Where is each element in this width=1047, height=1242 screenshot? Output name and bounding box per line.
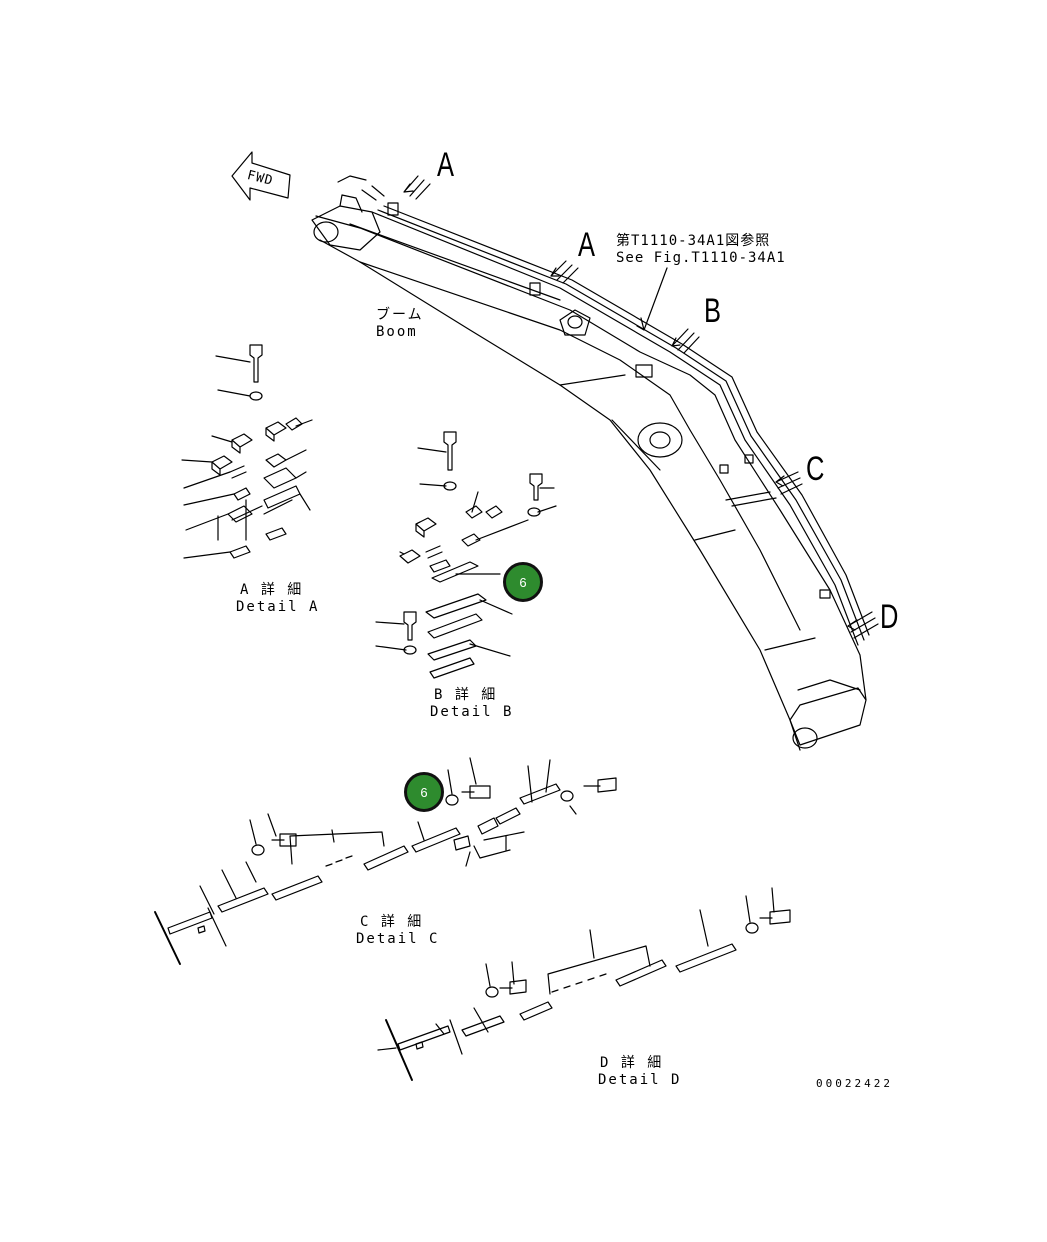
detail-d-title-ja: D 詳 細 — [600, 1055, 664, 1071]
reference-note-ja: 第T1110-34A1図参照 — [616, 233, 771, 249]
callout-b: B — [704, 292, 722, 330]
callout-arrow-b-icon — [672, 329, 699, 353]
part-badge-6-detail-c[interactable]: 6 — [404, 772, 444, 812]
reference-note-en: See Fig.T1110-34A1 — [616, 250, 786, 266]
part-badge-6-detail-b[interactable]: 6 — [503, 562, 543, 602]
callout-a-mid: A — [578, 226, 596, 264]
callout-arrow-a-mid-icon — [551, 261, 578, 283]
boom-body — [312, 176, 869, 750]
detail-c-title-en: Detail C — [356, 931, 440, 947]
fwd-arrow-icon — [232, 152, 290, 200]
detail-b-parts — [376, 432, 556, 678]
callout-c: C — [806, 450, 825, 488]
detail-a-title-en: Detail A — [236, 599, 320, 615]
boom-label-en: Boom — [376, 324, 418, 340]
detail-d-parts — [378, 888, 790, 1080]
detail-b-title-ja: B 詳 細 — [434, 687, 498, 703]
callout-arrow-a-top-icon — [404, 176, 430, 199]
boom-label-ja: ブーム — [376, 307, 424, 323]
detail-a-title-ja: A 詳 細 — [240, 582, 304, 598]
callout-a-top: A — [437, 146, 455, 184]
detail-c-parts — [155, 758, 616, 964]
callout-d: D — [880, 598, 899, 636]
detail-b-title-en: Detail B — [430, 704, 514, 720]
callout-arrow-d-icon — [848, 612, 878, 638]
drawing-number: 00022422 — [816, 1077, 893, 1090]
detail-d-title-en: Detail D — [598, 1072, 682, 1088]
detail-c-title-ja: C 詳 細 — [360, 914, 424, 930]
detail-a-parts — [182, 345, 312, 558]
callout-arrow-c-icon — [776, 472, 802, 494]
